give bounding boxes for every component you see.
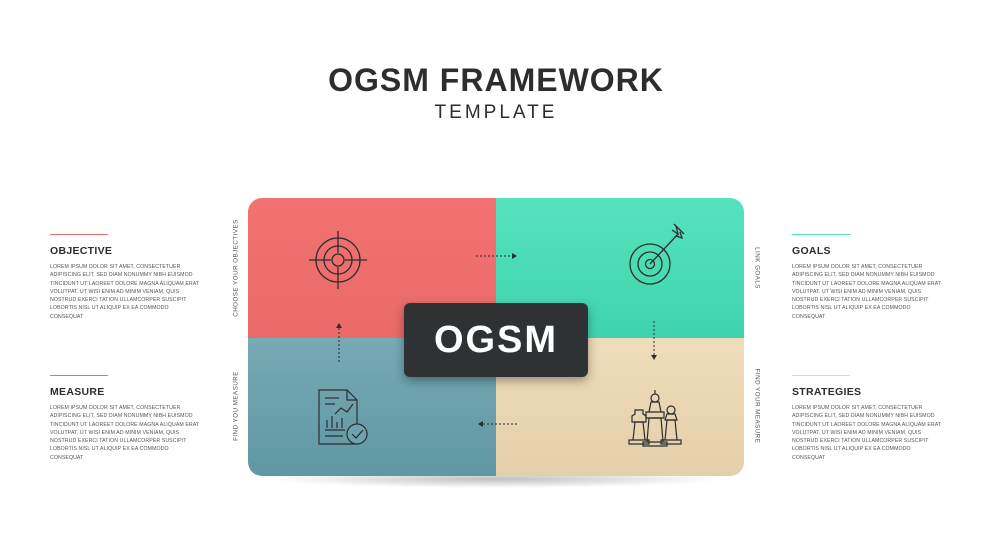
ogsm-center-badge: OGSM xyxy=(404,303,588,377)
strategies-heading: STRATEGIES xyxy=(792,386,862,398)
measure-heading: MEASURE xyxy=(50,386,105,398)
objective-text: LOREM IPSUM DOLOR SIT AMET, CONSECTETUER… xyxy=(50,264,200,320)
objective-heading: OBJECTIVE xyxy=(50,245,113,257)
ogsm-center-label: OGSM xyxy=(433,318,559,361)
arrow-measure-to-objective xyxy=(336,323,342,362)
vertical-label-find-your-measure: FIND YOUR MEASURE xyxy=(753,368,761,444)
vertical-label-choose-objectives: CHOOSE YOUR OBJECTIVES xyxy=(232,219,240,317)
measure-text: LOREM IPSUM DOLOR SIT AMET, CONSECTETUER… xyxy=(50,405,200,461)
arrow-objective-to-goals xyxy=(476,253,517,259)
vertical-label-link-goals: LINK GOALS xyxy=(753,247,761,289)
arrow-goals-to-strategies xyxy=(651,321,657,360)
strategies-text: LOREM IPSUM DOLOR SIT AMET, CONSECTETUER… xyxy=(792,405,942,461)
strategies-rule xyxy=(792,375,850,376)
crosshair-icon xyxy=(309,231,367,289)
objective-rule xyxy=(50,234,108,235)
report-check-icon xyxy=(318,389,368,445)
goals-text: LOREM IPSUM DOLOR SIT AMET, CONSECTETUER… xyxy=(792,264,942,320)
page-title: OGSM FRAMEWORK xyxy=(328,62,664,98)
objective-block: OBJECTIVE LOREM IPSUM DOLOR SIT AMET, CO… xyxy=(50,234,202,321)
measure-block: MEASURE LOREM IPSUM DOLOR SIT AMET, CONS… xyxy=(50,375,202,462)
page-subtitle: TEMPLATE xyxy=(434,102,558,123)
chess-pieces-icon xyxy=(628,390,682,447)
target-arrow-icon xyxy=(629,223,685,285)
goals-heading: GOALS xyxy=(792,245,831,257)
arrow-strategies-to-measure xyxy=(478,421,519,427)
goals-block: GOALS LOREM IPSUM DOLOR SIT AMET, CONSEC… xyxy=(792,234,944,321)
vertical-label-find-you-measure: FIND YOU MEASURE xyxy=(232,371,240,441)
goals-rule xyxy=(792,234,850,235)
measure-rule xyxy=(50,375,108,376)
strategies-block: STRATEGIES LOREM IPSUM DOLOR SIT AMET, C… xyxy=(792,375,944,462)
